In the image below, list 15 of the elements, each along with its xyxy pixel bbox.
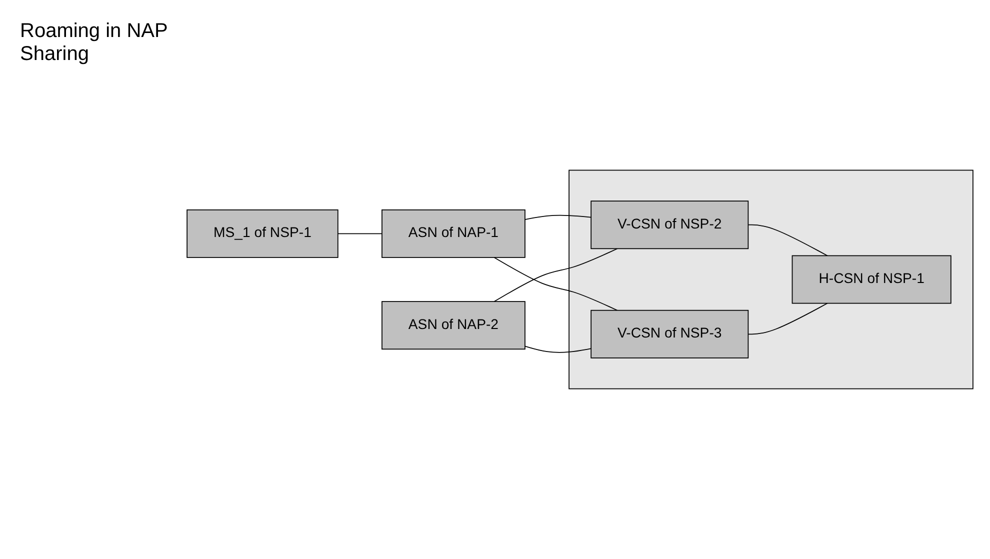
connector bbox=[524, 346, 592, 353]
node-box: MS_1 of NSP-1 bbox=[186, 209, 338, 258]
diagram-label: Roaming in NAP Sharing bbox=[20, 20, 168, 66]
node-box: ASN of NAP-1 bbox=[382, 209, 526, 258]
connector bbox=[494, 248, 618, 302]
connector bbox=[748, 224, 828, 256]
connector bbox=[748, 302, 828, 335]
connector bbox=[494, 257, 618, 311]
cluster bbox=[568, 170, 974, 390]
connector bbox=[337, 233, 382, 234]
node-box: ASN of NAP-2 bbox=[382, 301, 526, 350]
connector bbox=[524, 214, 592, 220]
node-box: V-CSN of NSP-2 bbox=[590, 200, 749, 250]
node-box: V-CSN of NSP-3 bbox=[590, 310, 749, 358]
node-box: H-CSN of NSP-1 bbox=[792, 255, 952, 304]
